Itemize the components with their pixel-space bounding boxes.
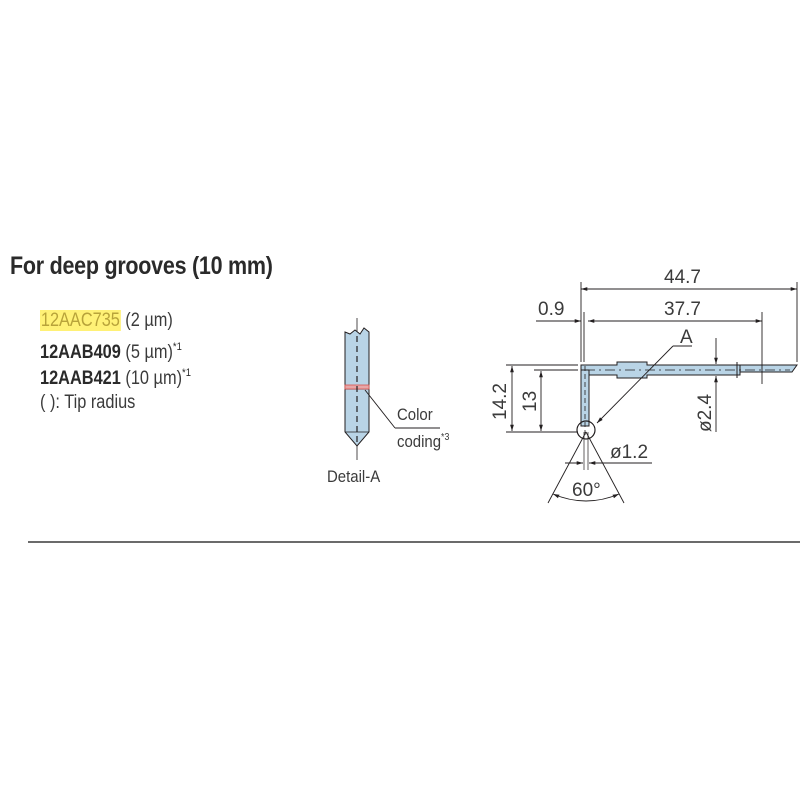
dimension-lines [506, 282, 798, 502]
section-title: For deep grooves (10 mm) [10, 252, 273, 280]
part-code[interactable]: 12AAB421 [40, 368, 121, 389]
part-list: 12AAC735 (2 µm) 12AAB409 (5 µm)*1 12AAB4… [40, 308, 191, 414]
part-item: 12AAB421 (10 µm)*1 [40, 360, 191, 389]
detail-a-drawing: Color coding*3 Detail-A [327, 318, 449, 486]
dim-tip-diameter: ø1.2 [610, 442, 648, 463]
tip-radius: (10 µm) [125, 368, 183, 389]
tip-radius: (5 µm) [125, 342, 173, 363]
dim-offset: 0.9 [538, 299, 564, 320]
section-divider [28, 541, 800, 543]
callout-color: Color [397, 406, 433, 424]
dim-tip-angle: 60° [572, 480, 601, 501]
tip-radius-legend: ( ): Tip radius [40, 392, 136, 413]
detail-ref-a: A [680, 327, 693, 348]
tip-radius: (2 µm) [125, 310, 173, 331]
part-item: 12AAC735 (2 µm) [40, 308, 191, 334]
dim-shank-length: 37.7 [664, 299, 701, 320]
part-code-highlighted[interactable]: 12AAC735 [40, 310, 121, 331]
dim-arm-height: 13 [520, 391, 541, 412]
part-code[interactable]: 12AAB409 [40, 342, 121, 363]
dim-overall-length: 44.7 [664, 267, 701, 288]
footnote-marker: *1 [172, 341, 182, 353]
part-item: 12AAB409 (5 µm)*1 [40, 334, 191, 363]
stylus-drawing [547, 361, 798, 504]
dim-total-height: 14.2 [490, 383, 511, 420]
callout-coding: coding*3 [397, 430, 449, 451]
footnote-marker: *1 [182, 367, 191, 379]
detail-a-label: Detail-A [327, 468, 380, 486]
dim-shank-diameter: ø2.4 [695, 394, 716, 432]
dimension-labels: 44.7 37.7 0.9 A 14.2 13 ø2.4 ø1.2 60° [490, 267, 716, 501]
